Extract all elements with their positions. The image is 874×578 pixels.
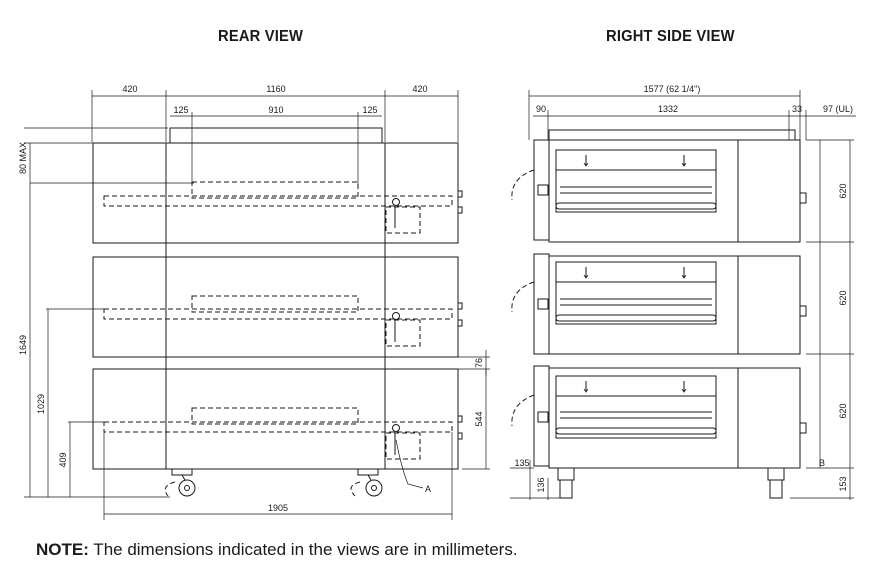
side-dim-foot-left: 135 [514,458,529,468]
side-dim-right-small: 33 [792,104,802,114]
rear-dim-deck-height: 544 [474,411,484,426]
rear-dim-middle-height: 1029 [36,394,46,414]
rear-dim-total-height: 1649 [18,335,28,355]
side-dim-deck-1: 620 [838,183,848,198]
rear-dim-middle-section: 1160 [266,84,285,94]
side-callout-b: B [819,458,825,468]
side-dim-caster-left: 136 [536,477,546,492]
side-dim-caster-right: 153 [838,476,848,491]
rear-dim-inner-left: 125 [173,105,188,115]
side-dim-deck-3: 620 [838,403,848,418]
rear-dim-inner-width: 910 [268,105,283,115]
rear-dim-left-section: 420 [122,84,137,94]
rear-dim-total-width: 1905 [268,503,288,513]
note-label: NOTE: [36,540,89,559]
rear-dim-right-section: 420 [412,84,427,94]
side-dim-middle: 1332 [658,104,678,114]
side-dim-deck-2: 620 [838,290,848,305]
rear-callout-a: A [425,484,431,494]
rear-view-title: REAR VIEW [218,28,304,45]
rear-right-caster [350,468,383,497]
rear-dim-inner-right: 125 [362,105,377,115]
side-dim-left: 90 [536,104,546,114]
side-dim-overall: 1577 (62 1/4") [644,84,701,94]
side-view-title: RIGHT SIDE VIEW [606,28,735,45]
rear-view-drawing [24,90,490,520]
rear-left-caster [164,468,196,497]
rear-dim-gap: 76 [474,358,484,368]
note: NOTE: The dimensions indicated in the vi… [36,540,518,560]
note-text: The dimensions indicated in the views ar… [88,540,518,559]
rear-dim-top-max: 80 MAX [18,142,28,174]
side-view-drawing [510,90,856,500]
rear-dim-bottom-height: 409 [58,452,68,467]
side-dim-ul: 97 (UL) [823,104,853,114]
